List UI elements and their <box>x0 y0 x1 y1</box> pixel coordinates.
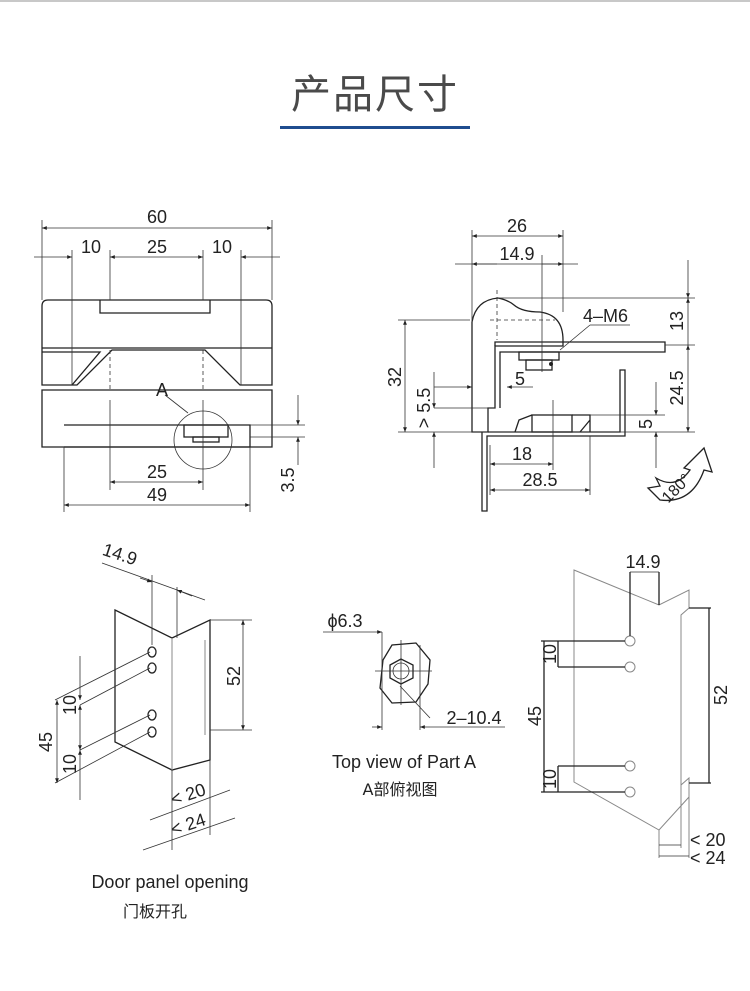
thread-label: 4–M6 <box>583 306 628 326</box>
dim-door-spacing-2: 10 <box>60 754 80 774</box>
dim-min-gap: > 5.5 <box>414 388 434 429</box>
dim-overall-width: 60 <box>147 207 167 227</box>
dim-right-offset: 10 <box>212 237 232 257</box>
title-underline <box>280 126 470 129</box>
detail-marker-a: A <box>156 380 168 400</box>
dim-flat-spacing-1: 10 <box>540 644 560 664</box>
dim-depth: 28.5 <box>522 470 557 490</box>
dim-left-offset: 10 <box>81 237 101 257</box>
dim-gap: 5 <box>515 369 525 389</box>
dim-bottom-span: 25 <box>147 462 167 482</box>
dim-top-height: 13 <box>667 311 687 331</box>
dim-flat-spacing-2: 10 <box>540 769 560 789</box>
door-panel-view: 14.9 52 10 45 10 < 20 < 24 Door panel op… <box>36 539 252 921</box>
dim-bottom-width: 49 <box>147 485 167 505</box>
dim-side-hole-offset: 14.9 <box>499 244 534 264</box>
dim-middle-span: 25 <box>147 237 167 257</box>
part-a-caption-cn: A部俯视图 <box>363 780 438 799</box>
part-a-view: ϕ6.3 2–10.4 Top view of Part A A部俯视图 <box>323 611 505 799</box>
dim-flat-total-spacing: 45 <box>525 706 545 726</box>
dim-door-total-spacing: 45 <box>36 732 56 752</box>
dim-clamp-range: 2–10.4 <box>446 708 501 728</box>
rotation-arrow-icon <box>646 446 713 502</box>
dim-diameter: ϕ6.3 <box>327 611 362 631</box>
dim-flange-thickness: 3.5 <box>278 467 298 492</box>
page-title: 产品尺寸 <box>291 72 459 118</box>
dim-nut-height: 5 <box>636 419 656 429</box>
part-a-caption-en: Top view of Part A <box>332 752 476 772</box>
dim-lower-height: 24.5 <box>667 370 687 405</box>
dim-door-thickness-1: < 20 <box>168 779 208 809</box>
side-view: 26 14.9 4–M6 13 32 5 > 5.5 24.5 5 18 28.… <box>385 216 713 512</box>
flat-view: 14.9 10 45 10 52 < 20 < 24 <box>525 552 731 868</box>
dim-flat-height: 52 <box>711 685 731 705</box>
door-panel-caption-en: Door panel opening <box>91 872 248 892</box>
dim-flat-thickness-1: < 20 <box>690 830 726 850</box>
dim-door-height: 52 <box>224 666 244 686</box>
dim-hole-to-edge: 18 <box>512 444 532 464</box>
top-divider <box>0 0 750 2</box>
dim-total-height: 32 <box>385 367 405 387</box>
dim-door-spacing-1: 10 <box>60 695 80 715</box>
dim-flat-thickness-2: < 24 <box>690 848 726 868</box>
door-panel-caption-cn: 门板开孔 <box>123 902 187 921</box>
rotation-label: 180° <box>659 471 694 506</box>
dim-flat-hole-offset: 14.9 <box>625 552 660 572</box>
dim-door-thickness-2: < 24 <box>168 809 208 839</box>
dim-side-width: 26 <box>507 216 527 236</box>
front-view: 60 10 25 10 A 25 49 3.5 <box>34 207 305 512</box>
